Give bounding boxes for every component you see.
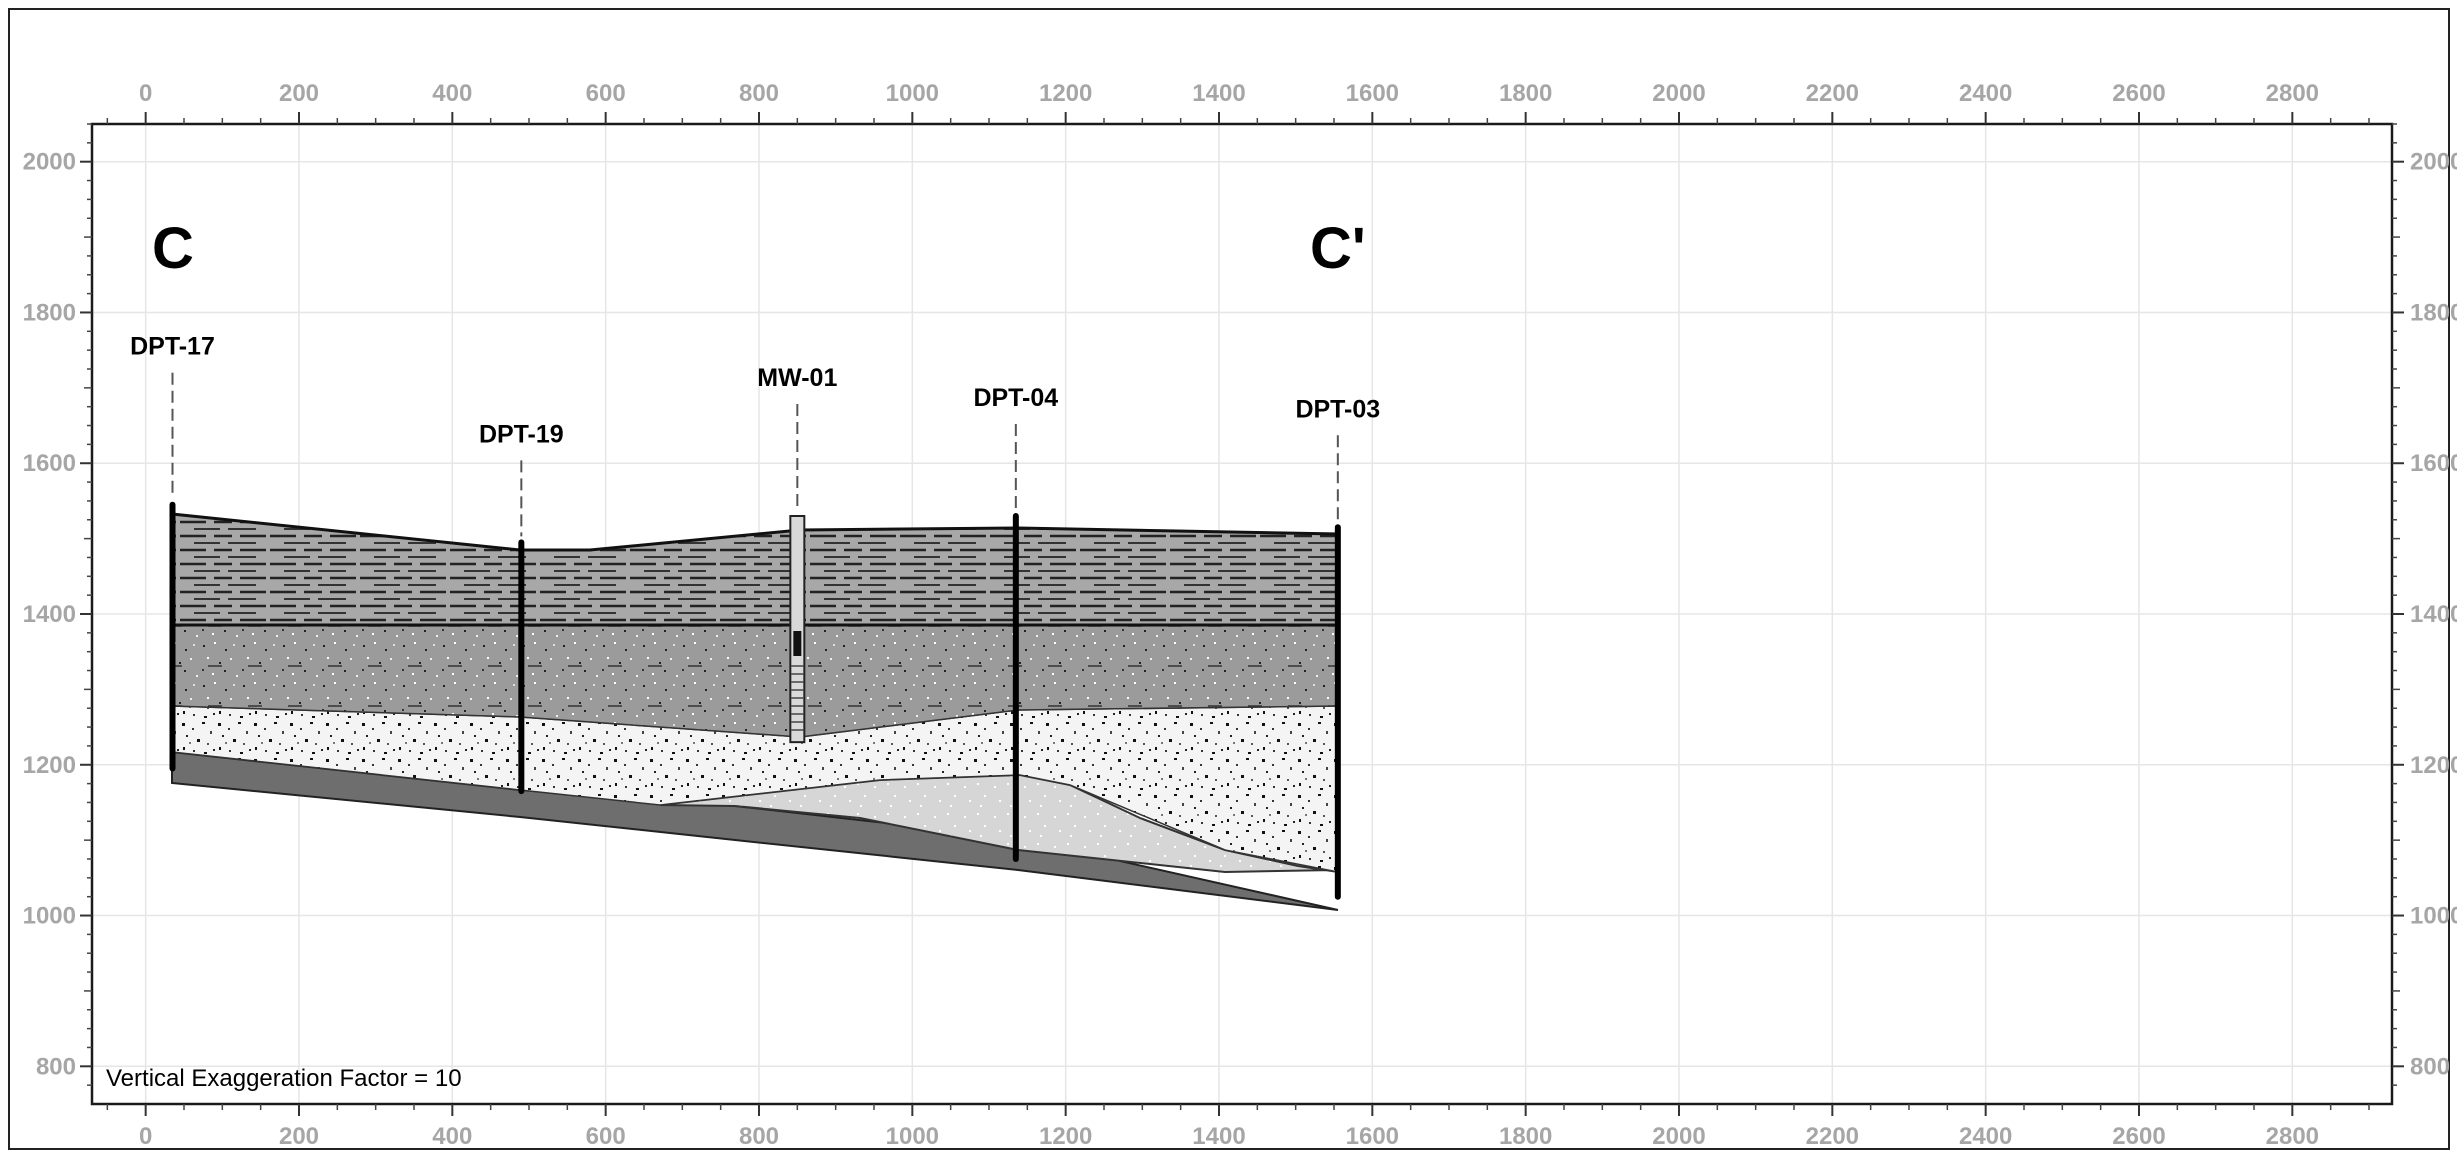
x-tick-label-bottom: 600 [586, 1123, 626, 1150]
y-tick-label-left: 800 [36, 1053, 76, 1080]
x-tick-label-top: 2800 [2266, 80, 2319, 107]
y-tick-label-right: 1400 [2410, 601, 2457, 628]
y-tick-label-left: 1400 [23, 601, 76, 628]
y-tick-label-right: 1600 [2410, 450, 2457, 477]
x-tick-label-top: 1000 [886, 80, 939, 107]
x-tick-label-top: 200 [279, 80, 319, 107]
axis-ticks [80, 112, 2404, 1116]
well-label: DPT-19 [479, 420, 564, 448]
x-tick-label-top: 1600 [1346, 80, 1399, 107]
y-tick-label-right: 1800 [2410, 299, 2457, 326]
x-axis-bottom-labels: 0 200 400 600 800 1000 1200 1400 1600 1800 2000 220… [139, 1123, 2319, 1150]
well-seal [793, 631, 802, 656]
x-tick-label-bottom: 200 [279, 1123, 319, 1150]
stratigraphic-layers [170, 512, 1340, 911]
x-tick-label-top: 2400 [1959, 80, 2012, 107]
y-tick-label-right: 1200 [2410, 752, 2457, 779]
x-tick-label-bottom: 800 [739, 1123, 779, 1150]
well-label: DPT-03 [1295, 395, 1380, 423]
y-axis-left-labels: 2000 1800 1600 1400 1200 1000 800 [23, 149, 76, 1081]
y-tick-label-left: 1000 [23, 903, 76, 930]
x-tick-label-bottom: 2800 [2266, 1123, 2319, 1150]
y-tick-label-left: 1800 [23, 299, 76, 326]
x-tick-label-bottom: 1400 [1192, 1123, 1245, 1150]
x-tick-label-bottom: 1200 [1039, 1123, 1092, 1150]
y-tick-label-right: 800 [2410, 1053, 2450, 1080]
section-end-label: C' [1310, 216, 1366, 281]
x-tick-label-top: 1200 [1039, 80, 1092, 107]
x-tick-label-bottom: 2600 [2112, 1123, 2165, 1150]
x-tick-label-bottom: 2200 [1806, 1123, 1859, 1150]
section-start-label: C [152, 216, 194, 281]
x-tick-label-top: 2200 [1806, 80, 1859, 107]
x-tick-label-top: 2600 [2112, 80, 2165, 107]
x-tick-label-bottom: 1000 [886, 1123, 939, 1150]
x-tick-label-bottom: 0 [139, 1123, 152, 1150]
y-axis-right-labels: 2000 1800 1600 1400 1200 1000 800 [2410, 149, 2457, 1081]
x-tick-label-top: 2000 [1652, 80, 1705, 107]
x-tick-label-top: 400 [432, 80, 472, 107]
x-tick-label-bottom: 2000 [1652, 1123, 1705, 1150]
x-tick-label-top: 800 [739, 80, 779, 107]
x-tick-label-bottom: 400 [432, 1123, 472, 1150]
well-label: DPT-17 [130, 333, 215, 361]
x-tick-label-top: 0 [139, 80, 152, 107]
y-tick-label-right: 2000 [2410, 149, 2457, 176]
y-tick-label-left: 2000 [23, 149, 76, 176]
x-tick-label-bottom: 1600 [1346, 1123, 1399, 1150]
y-tick-label-right: 1000 [2410, 903, 2457, 930]
x-tick-label-bottom: 2400 [1959, 1123, 2012, 1150]
well-casing [789, 515, 806, 744]
well-label: DPT-04 [973, 384, 1058, 412]
x-tick-label-top: 1800 [1499, 80, 1552, 107]
y-tick-label-left: 1200 [23, 752, 76, 779]
vertical-exaggeration-note: Vertical Exaggeration Factor = 10 [106, 1065, 462, 1092]
x-tick-label-top: 600 [586, 80, 626, 107]
x-tick-label-bottom: 1800 [1499, 1123, 1552, 1150]
y-tick-label-left: 1600 [23, 450, 76, 477]
well-label: MW-01 [757, 364, 837, 392]
x-axis-top-labels: 0 200 400 600 800 1000 1200 1400 1600 1800 2000 220… [139, 80, 2319, 107]
x-tick-label-top: 1400 [1192, 80, 1245, 107]
